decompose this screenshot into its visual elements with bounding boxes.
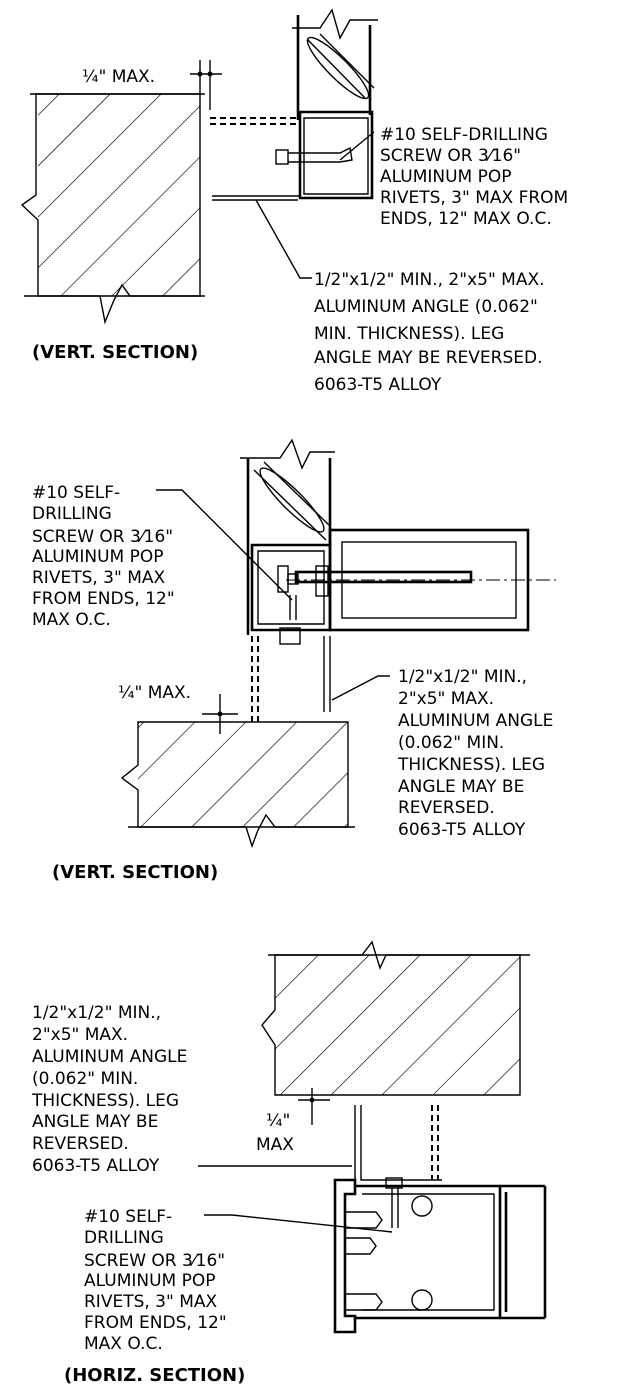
detail-2-frame	[240, 438, 556, 645]
note-line: ALUMINUM POP	[380, 167, 512, 187]
note-line: ANGLE MAY BE	[32, 1112, 158, 1132]
note-line: #10 SELF-DRILLING	[380, 125, 548, 145]
note-line: RIVETS, 3" MAX FROM	[380, 188, 568, 208]
detail-2-gap-dimension: ¼" MAX.	[118, 683, 238, 734]
note-line: SCREW OR 3⁄16"	[32, 527, 173, 547]
note-line: MAX O.C.	[32, 610, 111, 630]
note-line: DRILLING	[84, 1228, 164, 1248]
detail-1-frame	[275, 8, 378, 200]
note-line: MIN. THICKNESS). LEG	[314, 324, 504, 344]
note-line: 6063-T5 ALLOY	[398, 820, 526, 840]
note-line: SCREW OR 3⁄16"	[84, 1251, 225, 1271]
detail-3-angle	[354, 1105, 442, 1187]
detail-2-angle	[251, 636, 331, 722]
note-line: (0.062" MIN.	[398, 733, 504, 753]
detail-3-screw-leader	[204, 1214, 393, 1233]
note-line: RIVETS, 3" MAX	[32, 568, 166, 588]
note-line: (0.062" MIN.	[32, 1069, 138, 1089]
detail-3-wall	[261, 940, 530, 1096]
note-line: REVERSED.	[32, 1134, 129, 1154]
note-line: ALUMINUM ANGLE	[398, 711, 553, 731]
detail-1-wall	[20, 93, 205, 325]
detail-1-screw-note: #10 SELF-DRILLING SCREW OR 3⁄16" ALUMINU…	[380, 125, 568, 229]
detail-3-title: (HORIZ. SECTION)	[64, 1365, 245, 1386]
note-line: 2"x5" MAX.	[398, 689, 494, 709]
detail-2-wall	[120, 721, 355, 849]
note-line: ALUMINUM ANGLE	[32, 1047, 187, 1067]
detail-1-screw-leader	[339, 131, 375, 161]
detail-2-angle-leader	[331, 675, 390, 701]
note-line: REVERSED.	[398, 798, 495, 818]
note-line: ENDS, 12" MAX O.C.	[380, 209, 552, 229]
note-line: MAX O.C.	[84, 1334, 163, 1354]
detail-3-gap-dimension: ¼" MAX	[256, 1088, 330, 1155]
note-line: THICKNESS). LEG	[397, 755, 545, 775]
detail-2-gap-label: ¼" MAX.	[118, 683, 191, 703]
detail-3-gap-label-max: MAX	[256, 1135, 294, 1155]
detail-1-angle-note: 1/2"x1/2" MIN., 2"x5" MAX. ALUMINUM ANGL…	[314, 270, 545, 395]
detail-2-title: (VERT. SECTION)	[52, 862, 218, 883]
note-line: #10 SELF-	[32, 483, 120, 503]
detail-1-vert-section: ¼" MAX. #10 SELF-DRILLING SCREW OR 3⁄16"…	[20, 8, 568, 395]
note-line: ALUMINUM POP	[32, 547, 164, 567]
note-line: THICKNESS). LEG	[31, 1091, 179, 1111]
note-line: DRILLING	[32, 504, 112, 524]
detail-1-gap-label: ¼" MAX.	[82, 67, 155, 87]
note-line: 2"x5" MAX.	[32, 1025, 128, 1045]
detail-3-mullion	[333, 1177, 547, 1334]
note-line: ALUMINUM ANGLE (0.062"	[314, 297, 538, 317]
detail-1-title: (VERT. SECTION)	[32, 342, 198, 363]
detail-3-screw-note: #10 SELF- DRILLING SCREW OR 3⁄16" ALUMIN…	[84, 1207, 227, 1354]
note-line: 6063-T5 ALLOY	[32, 1156, 160, 1176]
note-line: 1/2"x1/2" MIN.,	[32, 1003, 161, 1023]
note-line: 6063-T5 ALLOY	[314, 375, 442, 395]
note-line: 1/2"x1/2" MIN.,	[398, 667, 527, 687]
detail-1-angle-leader	[255, 199, 312, 279]
detail-2-angle-note: 1/2"x1/2" MIN., 2"x5" MAX. ALUMINUM ANGL…	[397, 667, 553, 840]
note-line: SCREW OR 3⁄16"	[380, 146, 521, 166]
note-line: FROM ENDS, 12"	[32, 589, 175, 609]
note-line: FROM ENDS, 12"	[84, 1313, 227, 1333]
detail-2-vert-section: ¼" MAX. #10 SELF- DRILLING SCREW OR 3⁄16…	[32, 438, 556, 883]
note-line: 1/2"x1/2" MIN., 2"x5" MAX.	[314, 270, 545, 290]
detail-2-screw-leader	[156, 489, 293, 601]
detail-1-angle	[210, 117, 300, 201]
note-line: ALUMINUM POP	[84, 1271, 216, 1291]
detail-3-gap-label-value: ¼"	[266, 1111, 290, 1131]
note-line: #10 SELF-	[84, 1207, 172, 1227]
detail-2-screw-note: #10 SELF- DRILLING SCREW OR 3⁄16" ALUMIN…	[32, 483, 175, 630]
note-line: ANGLE MAY BE REVERSED.	[314, 348, 542, 368]
detail-1-gap-dimension: ¼" MAX.	[82, 60, 222, 110]
detail-3-horiz-section: ¼" MAX 1/2"x1/2" MIN., 2"x5" MAX. ALUMIN…	[31, 940, 547, 1386]
note-line: RIVETS, 3" MAX	[84, 1292, 218, 1312]
note-line: ANGLE MAY BE	[398, 777, 524, 797]
detail-3-angle-note: 1/2"x1/2" MIN., 2"x5" MAX. ALUMINUM ANGL…	[31, 1003, 187, 1176]
